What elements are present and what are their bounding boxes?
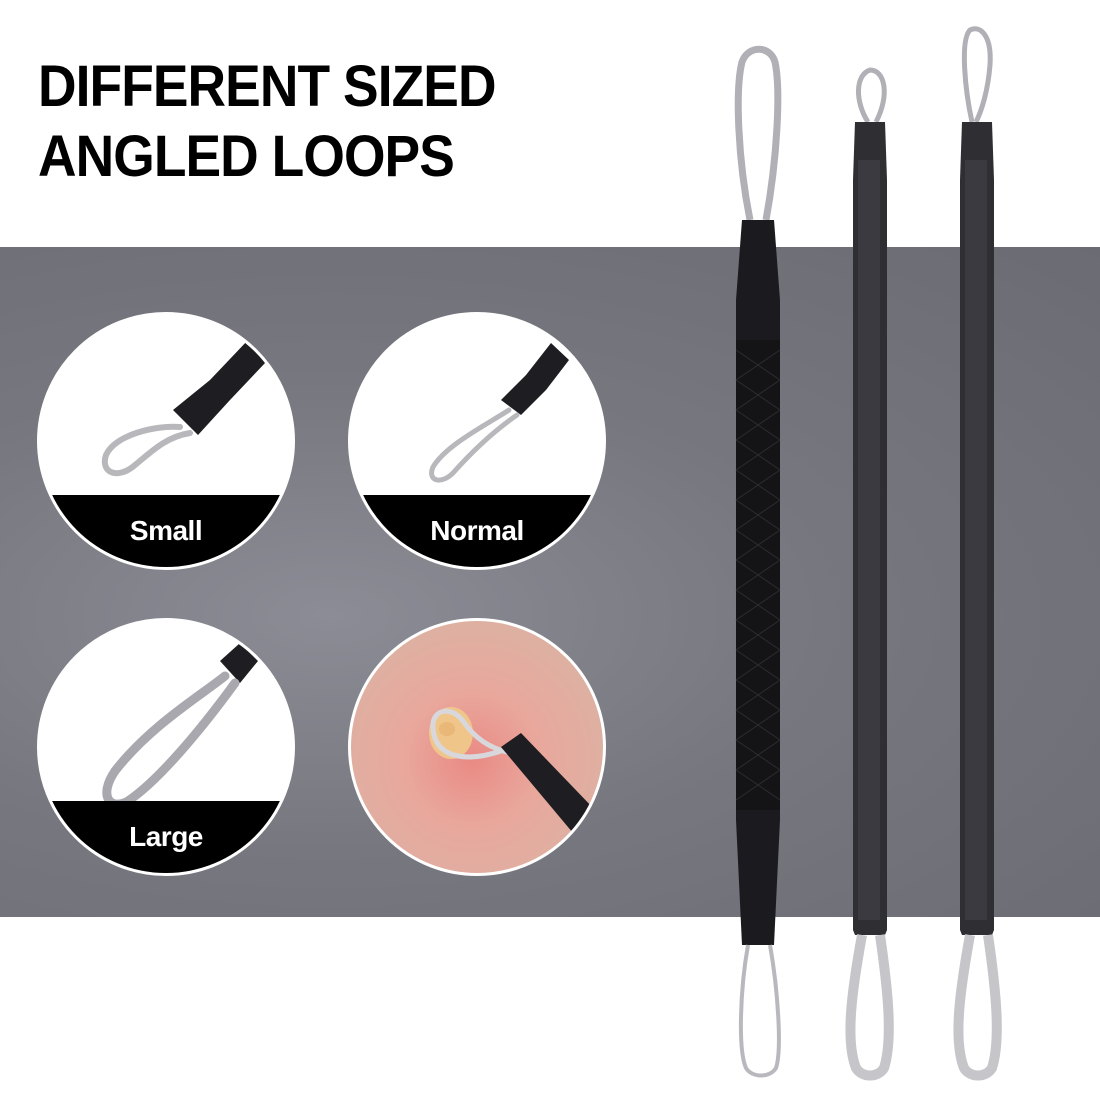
- loop-size-normal-circle: Normal: [348, 312, 606, 570]
- label-bar: [351, 495, 603, 567]
- small-loop-icon: [101, 340, 266, 477]
- label-bar: [40, 495, 292, 567]
- headline: DIFFERENT SIZED ANGLED LOOPS: [38, 52, 496, 192]
- usage-skin-circle: [348, 618, 606, 876]
- textured-grip-tool: [734, 45, 782, 1078]
- blemish-with-tool-image: [429, 707, 596, 833]
- large-loop-icon: [102, 643, 258, 809]
- label-bar: [40, 801, 292, 873]
- slim-tool-small-loop: [845, 67, 894, 1081]
- loop-size-small-circle: Small: [37, 312, 295, 570]
- headline-line-1: DIFFERENT SIZED: [38, 54, 496, 119]
- headline-line-2: ANGLED LOOPS: [38, 124, 455, 189]
- loop-size-label: Large: [129, 821, 203, 852]
- loop-size-label: Normal: [430, 515, 524, 546]
- normal-loop-icon: [429, 343, 569, 483]
- loop-size-large-circle: Large: [37, 618, 295, 876]
- slim-tool-normal-loop: [953, 26, 1002, 1081]
- loop-size-label: Small: [129, 515, 203, 546]
